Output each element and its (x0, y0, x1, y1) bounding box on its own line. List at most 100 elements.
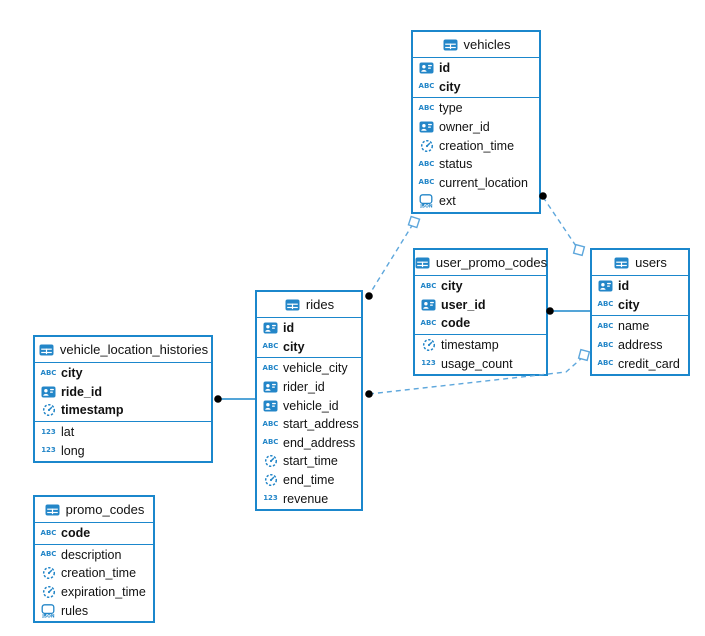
table-header[interactable]: user_promo_codes (414, 250, 548, 276)
table-column-ride_id[interactable]: ride_id (35, 383, 211, 402)
column-label: city (441, 279, 463, 294)
column-label: rider_id (283, 380, 325, 395)
string-type-icon: ABC (418, 82, 435, 91)
column-label: current_location (439, 175, 528, 190)
table-title: rides (305, 297, 335, 312)
string-type-icon: ABC (420, 281, 437, 290)
column-label: end_address (283, 435, 356, 450)
relation-rides-vehicles[interactable] (365, 215, 421, 300)
table-column-expiration_time[interactable]: expiration_time (35, 583, 153, 602)
column-label: type (439, 101, 463, 116)
relation-users-vehicles[interactable] (539, 192, 586, 257)
table-column-start_address[interactable]: ABC start_address (257, 415, 361, 434)
table-column-id[interactable]: id (413, 59, 539, 78)
table-column-start_time[interactable]: start_time (257, 452, 361, 471)
string-type-icon: ABC (418, 178, 435, 187)
timestamp-type-icon (40, 566, 57, 580)
id-type-icon (262, 400, 279, 412)
column-label: id (618, 279, 630, 294)
id-type-icon (420, 299, 437, 311)
column-label: usage_count (441, 356, 513, 371)
id-type-icon (418, 121, 435, 133)
table-column-owner_id[interactable]: owner_id (413, 118, 539, 137)
table-icon (38, 344, 55, 356)
table-column-id[interactable]: id (592, 277, 688, 296)
table-header[interactable]: rides (257, 292, 361, 318)
column-label: ext (439, 194, 456, 209)
table-column-end_time[interactable]: end_time (257, 471, 361, 490)
column-label: name (618, 319, 650, 334)
table-header[interactable]: users (592, 250, 688, 276)
table-title: user_promo_codes (435, 255, 548, 270)
table-column-city[interactable]: ABC city (415, 277, 546, 296)
number-type-icon: 123 (41, 427, 56, 436)
table-header[interactable]: vehicles (413, 32, 539, 58)
column-label: status (439, 157, 473, 172)
string-type-icon: ABC (597, 359, 614, 368)
string-type-icon: ABC (262, 419, 279, 428)
column-label: expiration_time (61, 585, 146, 600)
column-label: description (61, 547, 122, 562)
table-column-id[interactable]: id (257, 319, 361, 338)
string-type-icon: ABC (262, 342, 279, 351)
id-type-icon (597, 280, 614, 292)
table-icon (414, 257, 431, 269)
column-label: city (61, 366, 83, 381)
table-column-user_id[interactable]: user_id (415, 296, 546, 315)
column-label: city (618, 297, 640, 312)
table-header[interactable]: vehicle_location_histories (35, 337, 211, 363)
table-icon (414, 257, 431, 269)
column-label: timestamp (61, 403, 124, 418)
number-type-icon: 123 (41, 446, 56, 455)
table-column-timestamp[interactable]: timestamp (35, 401, 211, 420)
table-column-rider_id[interactable]: rider_id (257, 378, 361, 397)
table-icon (442, 39, 459, 51)
timestamp-type-icon (40, 585, 57, 599)
table-column-creation_time[interactable]: creation_time (413, 136, 539, 155)
string-type-icon: ABC (40, 550, 57, 559)
relation-user_promo_codes-users[interactable] (546, 307, 591, 315)
table-title: vehicle_location_histories (59, 342, 209, 357)
table-column-description[interactable]: ABC description (35, 546, 153, 565)
table-column-vehicle_id[interactable]: vehicle_id (257, 396, 361, 415)
table-header[interactable]: promo_codes (35, 497, 153, 523)
relation-vehicle_location_histories-rides[interactable] (214, 395, 257, 403)
column-label: creation_time (439, 138, 515, 153)
table-column-current_location[interactable]: ABC current_location (413, 174, 539, 193)
table-icon (38, 344, 55, 356)
timestamp-type-icon (420, 338, 437, 352)
column-label: start_address (283, 417, 359, 432)
id-type-icon (262, 322, 279, 334)
table-column-timestamp[interactable]: timestamp (415, 336, 546, 355)
table-column-creation_time[interactable]: creation_time (35, 564, 153, 583)
